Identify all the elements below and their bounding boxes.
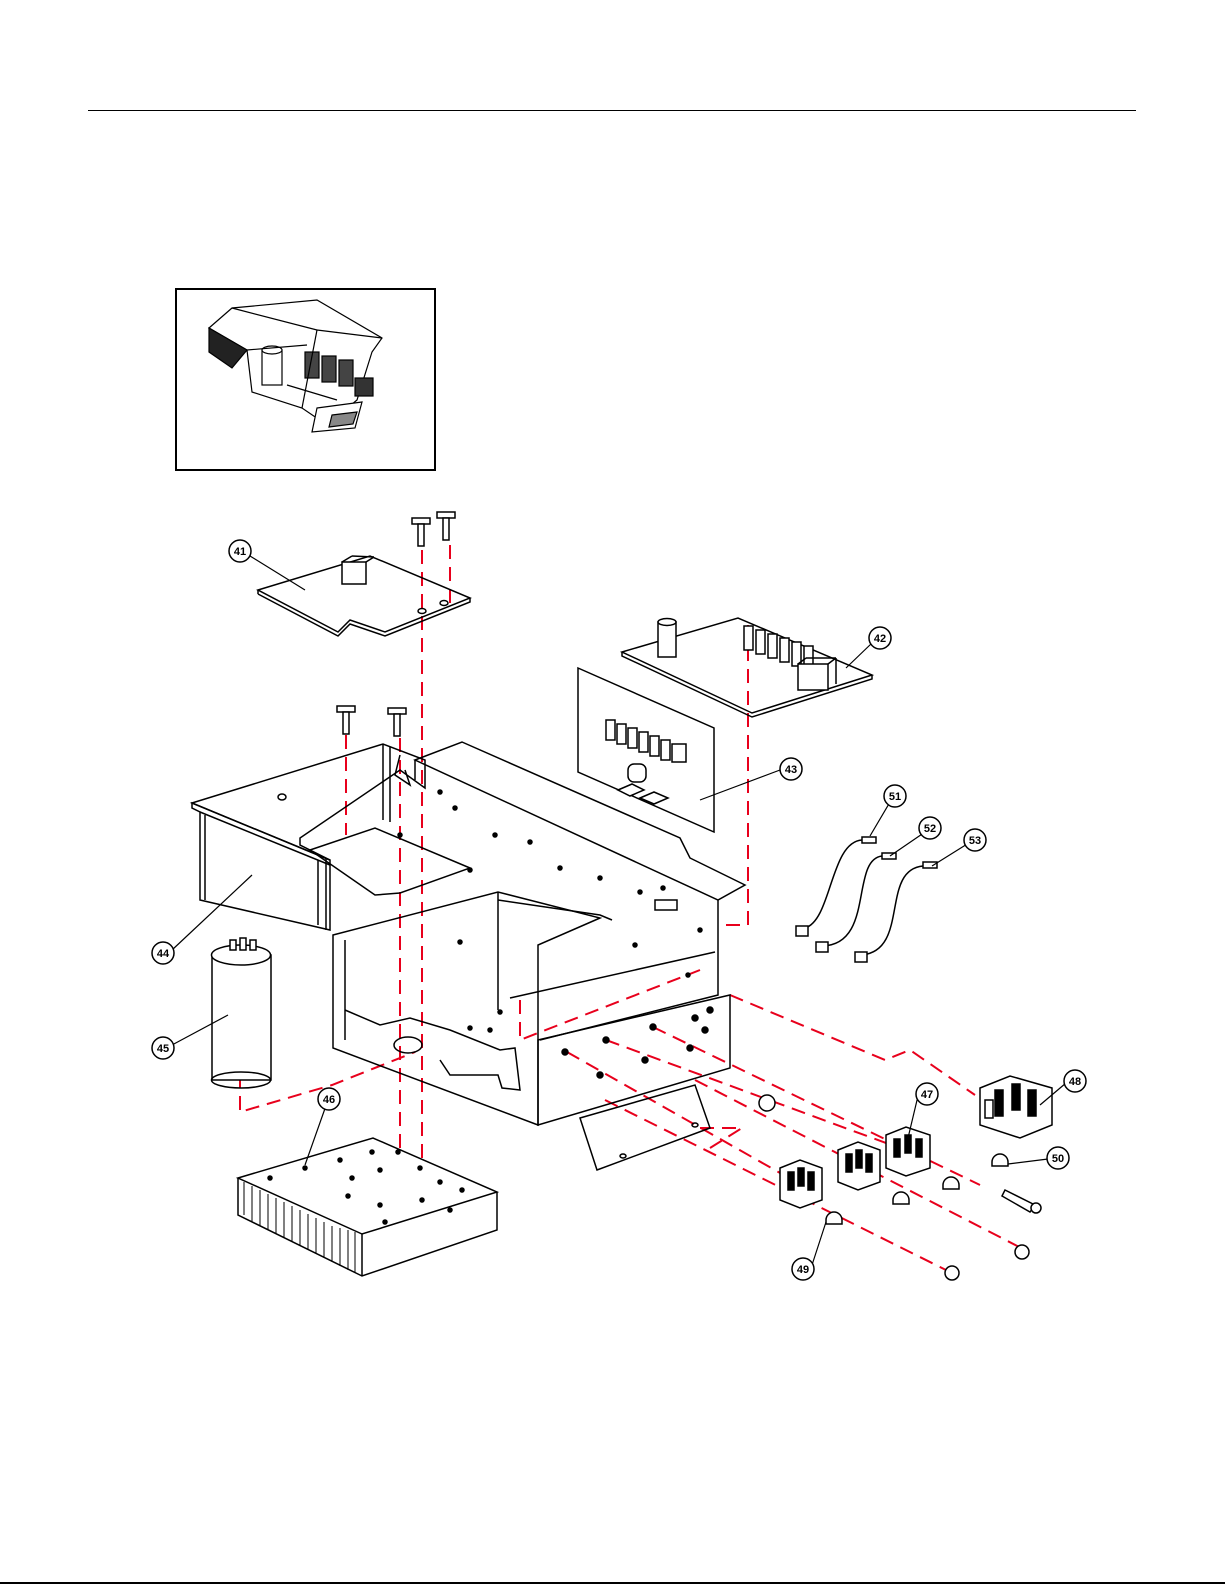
- svg-text:51: 51: [889, 791, 901, 803]
- callout-41: 41: [229, 540, 251, 562]
- part-48-terminal-block: [980, 1076, 1052, 1138]
- svg-text:47: 47: [921, 1089, 933, 1101]
- svg-text:45: 45: [157, 1043, 169, 1055]
- part-43-display-board: [578, 668, 714, 832]
- part-41-control-board: [258, 556, 470, 636]
- part-51-sensor-lead: [796, 837, 876, 936]
- screw-pair-chassis: [337, 706, 406, 736]
- svg-text:41: 41: [234, 546, 246, 558]
- part-44-enclosure-bracket: [192, 744, 470, 930]
- callout-50: 50: [1047, 1147, 1069, 1169]
- callout-52: 52: [919, 817, 941, 839]
- svg-text:44: 44: [157, 948, 170, 960]
- svg-text:46: 46: [323, 1094, 335, 1106]
- chassis-tray: [333, 742, 745, 1170]
- part-53-sensor-lead: [855, 862, 937, 962]
- svg-text:49: 49: [797, 1264, 809, 1276]
- callout-53: 53: [964, 829, 986, 851]
- svg-text:43: 43: [785, 764, 797, 776]
- screw-pair-top: [412, 512, 455, 546]
- part-52-sensor-lead: [816, 853, 896, 952]
- footer-rule: [0, 1582, 1225, 1584]
- callout-48: 48: [1064, 1070, 1086, 1092]
- svg-text:53: 53: [969, 835, 981, 847]
- svg-text:52: 52: [924, 823, 936, 835]
- svg-text:48: 48: [1069, 1076, 1081, 1088]
- callout-49: 49: [792, 1258, 814, 1280]
- svg-text:50: 50: [1052, 1153, 1064, 1165]
- callout-46: 46: [318, 1088, 340, 1110]
- part-45-capacitor: [212, 938, 272, 1088]
- svg-text:42: 42: [874, 633, 886, 645]
- callout-45: 45: [152, 1037, 174, 1059]
- callout-42: 42: [869, 627, 891, 649]
- callout-44: 44: [152, 942, 174, 964]
- callout-51: 51: [884, 785, 906, 807]
- callout-47: 47: [916, 1083, 938, 1105]
- callout-43: 43: [780, 758, 802, 780]
- part-46-heat-sink: [238, 1138, 497, 1276]
